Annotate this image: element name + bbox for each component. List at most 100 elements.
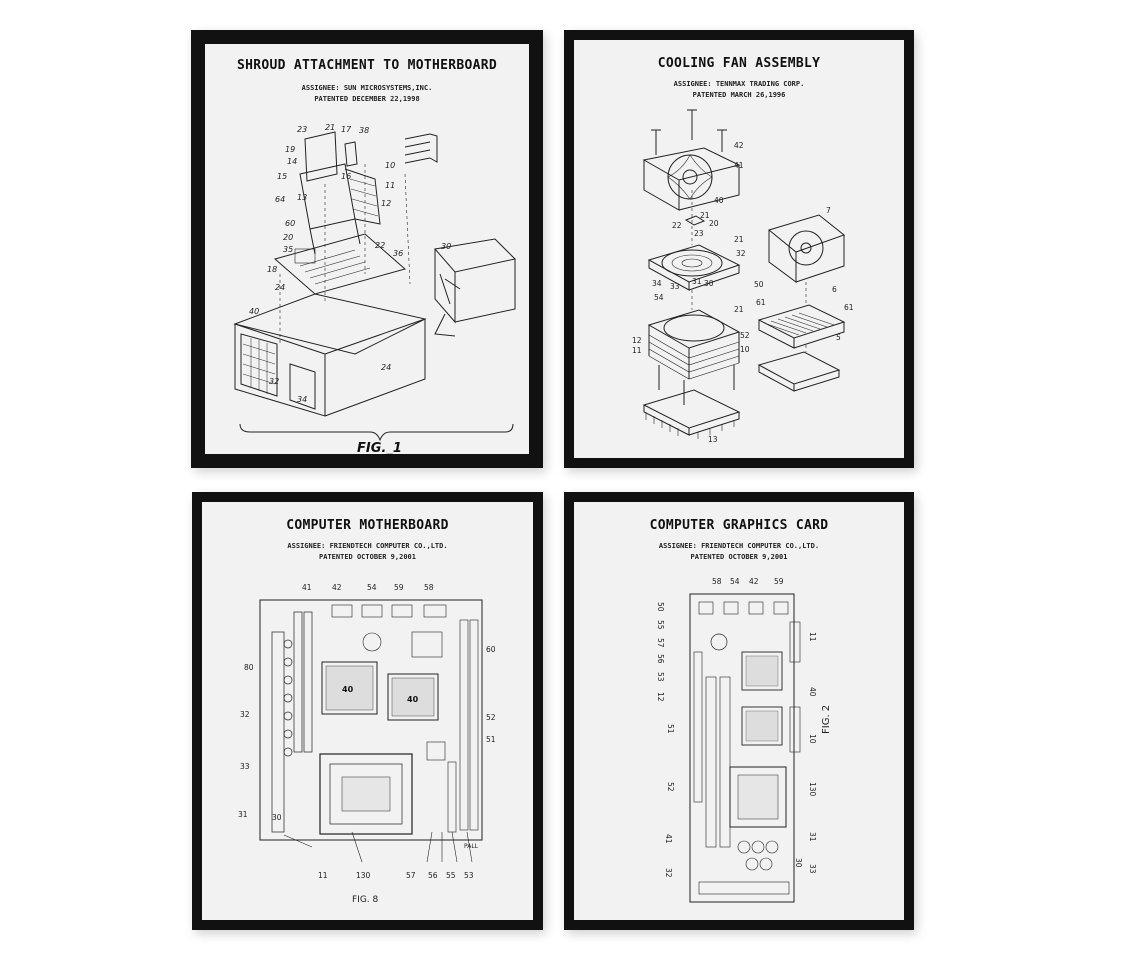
callout-label: 41 (302, 583, 312, 592)
callout-label: 41 (734, 161, 744, 170)
callout-label: 18 (267, 265, 277, 274)
callout-label: 38 (359, 126, 369, 135)
callout-label: 57 (656, 638, 665, 648)
callout-label: 34 (297, 395, 307, 404)
callout-label: 51 (666, 724, 675, 734)
poster-assignee: ASSIGNEE: FRIENDTECH COMPUTER CO.,LTD. (658, 542, 820, 550)
poster-title: COMPUTER MOTHERBOARD (286, 518, 449, 533)
callout-label: 12 (656, 692, 665, 702)
callout-label: 31 (808, 832, 817, 842)
callout-label: 10 (385, 161, 395, 170)
callout-label: 21 (734, 235, 744, 244)
callout-label: 58 (424, 583, 434, 592)
callout-label: 21 (734, 305, 744, 314)
poster-assignee: ASSIGNEE: SUN MICROSYSTEMS,INC. (301, 84, 433, 92)
poster-frame-motherboard: COMPUTER MOTHERBOARD ASSIGNEE: FRIENDTEC… (192, 492, 543, 930)
poster-frame-shroud: SHROUD ATTACHMENT TO MOTHERBOARD ASSIGNE… (191, 30, 543, 468)
callout-label: 15 (277, 172, 287, 181)
callout-label: 50 (754, 280, 764, 289)
callout-label: 30 (794, 858, 803, 868)
callout-label: 59 (394, 583, 404, 592)
poster-paper: SHROUD ATTACHMENT TO MOTHERBOARD ASSIGNE… (205, 44, 529, 454)
callout-label: 11 (632, 346, 642, 355)
patent-drawing-shroud: 23 21 17 38 19 14 15 16 10 11 64 13 12 6… (233, 123, 517, 454)
poster-title: SHROUD ATTACHMENT TO MOTHERBOARD (236, 58, 498, 73)
callout-labels: 41 42 54 59 58 80 32 33 31 30 60 52 51 1… (238, 583, 496, 880)
callout-label: 52 (740, 331, 750, 340)
callout-label: 12 (632, 336, 642, 345)
callout-label: 31 (692, 277, 702, 286)
callout-label: 61 (756, 298, 766, 307)
callout-label: 32 (664, 868, 673, 878)
patent-drawing-motherboard: 40 40 41 42 54 59 58 80 32 33 31 30 60 5… (238, 583, 496, 905)
callout-label: PALL (464, 843, 479, 850)
callout-label: 35 (283, 245, 293, 254)
poster-title: COMPUTER GRAPHICS CARD (649, 518, 829, 533)
callout-label: 41 (664, 834, 673, 844)
callout-label: 60 (486, 645, 496, 654)
callout-label: 50 (656, 602, 665, 612)
callout-label: 31 (238, 810, 248, 819)
callout-label: 32 (269, 377, 279, 386)
poster-assignee: ASSIGNEE: FRIENDTECH COMPUTER CO.,LTD. (287, 542, 448, 550)
poster-frame-cooling-fan: COOLING FAN ASSEMBLY ASSIGNEE: TENNMAX T… (564, 30, 914, 468)
callout-label: 21 (325, 123, 335, 132)
callout-label: 30 (704, 279, 714, 288)
figure-label: FIG._1 (357, 441, 402, 454)
callout-label: 57 (406, 871, 416, 880)
callout-label: 30 (272, 813, 282, 822)
figure-label: FIG. 8 (352, 895, 379, 905)
callout-label: 56 (428, 871, 438, 880)
poster-patent-date: PATENTED OCTOBER 9,2001 (690, 553, 788, 561)
callout-label: 13 (708, 435, 718, 444)
callout-label: 40 (808, 687, 817, 697)
callout-label: 22 (375, 241, 385, 250)
callout-label: 22 (672, 221, 682, 230)
callout-label: 10 (740, 345, 750, 354)
callout-label: 54 (367, 583, 377, 592)
callout-label: 54 (730, 577, 740, 586)
callout-label: 130 (356, 871, 371, 880)
callout-label: 54 (654, 293, 664, 302)
callout-label: 6 (832, 285, 837, 294)
patent-drawing-graphics-card: 58 54 42 59 50 55 57 56 53 12 51 52 41 3… (656, 577, 832, 903)
callout-labels: 58 54 42 59 50 55 57 56 53 12 51 52 41 3… (656, 577, 817, 878)
callout-label: 24 (275, 283, 285, 292)
callout-label: 42 (332, 583, 342, 592)
callout-label: 5 (836, 333, 841, 342)
callout-label: 34 (652, 279, 662, 288)
callout-label: 64 (275, 195, 285, 204)
poster-patent-date: PATENTED OCTOBER 9,2001 (319, 553, 416, 561)
callout-label: 23 (694, 229, 704, 238)
callout-label: 20 (709, 219, 719, 228)
poster-patent-date: PATENTED MARCH 26,1996 (692, 91, 786, 99)
chip-label: 40 (407, 695, 419, 704)
callout-label: 12 (381, 199, 391, 208)
callout-label: 7 (826, 206, 831, 215)
callout-label: 59 (774, 577, 784, 586)
callout-label: 11 (318, 871, 328, 880)
callout-label: 32 (240, 710, 250, 719)
callout-label: 58 (712, 577, 722, 586)
callout-label: 33 (808, 864, 817, 874)
callout-label: 52 (486, 713, 496, 722)
callout-label: 19 (285, 145, 295, 154)
callout-label: 23 (297, 125, 307, 134)
callout-label: 21 (700, 211, 710, 220)
callout-label: 40 (249, 307, 259, 316)
callout-label: 36 (393, 249, 403, 258)
patent-drawing-fan: 42 41 40 21 22 23 20 21 32 7 34 33 31 30… (632, 109, 854, 444)
callout-label: 33 (240, 762, 250, 771)
callout-label: 33 (670, 282, 680, 291)
callout-label: 53 (464, 871, 474, 880)
callout-label: 11 (385, 181, 395, 190)
callout-label: 56 (656, 654, 665, 664)
poster-paper: COMPUTER MOTHERBOARD ASSIGNEE: FRIENDTEC… (202, 502, 533, 920)
callout-label: 61 (844, 303, 854, 312)
figure-label: FIG. 2 (821, 705, 832, 734)
callout-labels: 23 21 17 38 19 14 15 16 10 11 64 13 12 6… (249, 123, 451, 404)
callout-label: 13 (297, 193, 307, 202)
callout-label: 20 (283, 233, 293, 242)
callout-label: 51 (486, 735, 496, 744)
poster-title: COOLING FAN ASSEMBLY (657, 56, 821, 71)
